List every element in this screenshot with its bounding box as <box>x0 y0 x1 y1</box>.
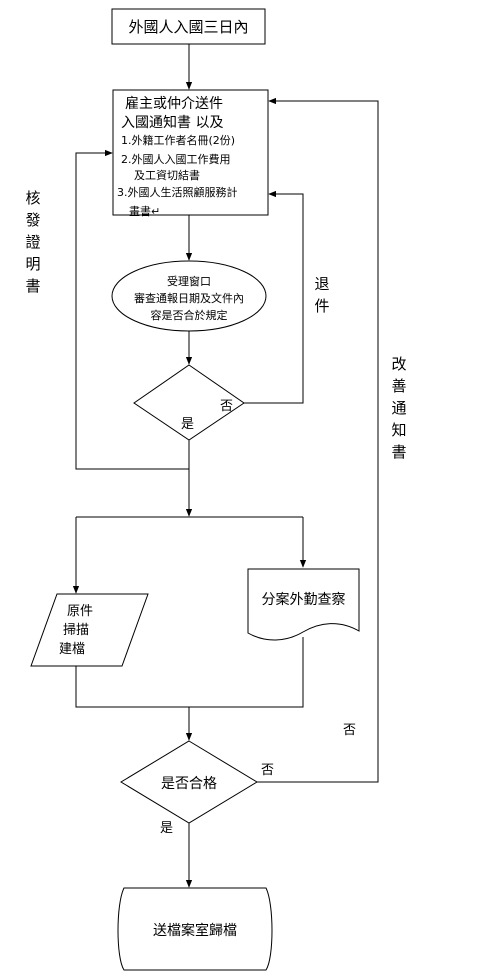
scan-label-3: 建檔 <box>58 642 85 657</box>
scan-parallelogram <box>30 593 149 667</box>
arrow-improve-notice <box>257 97 379 783</box>
line-inspect-merge <box>189 637 304 708</box>
scan-label-1: 原件 <box>66 604 93 619</box>
review-label-1: 受理窗口 <box>167 275 211 288</box>
qualify-label: 是否合格 <box>161 776 217 792</box>
decision2-yes-label: 是 <box>160 821 174 836</box>
improve-notice-label: 改善通知書 <box>391 355 407 461</box>
decision2-no-label-b: 否 <box>261 763 275 778</box>
decision1-no-label: 否 <box>220 399 234 414</box>
arrow-return-doc <box>244 190 304 404</box>
issue-cert-label: 核發證明書 <box>25 189 41 295</box>
archive-label: 送檔案室歸檔 <box>153 923 237 939</box>
notify-item-2a: 2.外國人入國工作費用 <box>121 153 231 166</box>
notify-box <box>112 89 269 216</box>
notify-item-2b: 及工資切結書 <box>134 169 200 182</box>
decision2-no-label-a: 否 <box>343 723 357 738</box>
review-label-3: 容是否合於規定 <box>150 309 228 322</box>
review-label-2: 審查通報日期及文件內 <box>134 292 244 305</box>
notify-item-3b: 畫書↵ <box>129 205 161 218</box>
inspect-label: 分案外勤查察 <box>261 592 346 608</box>
scan-label-2: 掃描 <box>62 623 89 638</box>
start-label: 外國人入國三日內 <box>128 18 249 36</box>
notify-title-2: 入國通知書 以及 <box>121 115 224 131</box>
notify-item-1: 1.外籍工作者名冊(2份) <box>121 134 236 147</box>
return-doc-label: 退件 <box>314 275 330 315</box>
decision1-yes-label: 是 <box>181 417 195 432</box>
inspect-document-shape <box>247 568 360 641</box>
notify-item-3a: 3.外國人生活照顧服務計 <box>117 186 238 199</box>
arrow-issue-cert <box>75 149 189 470</box>
archive-drum <box>117 887 273 971</box>
notify-title-1: 雇主或仲介送件 <box>125 96 223 112</box>
line-scan-merge <box>75 666 189 708</box>
